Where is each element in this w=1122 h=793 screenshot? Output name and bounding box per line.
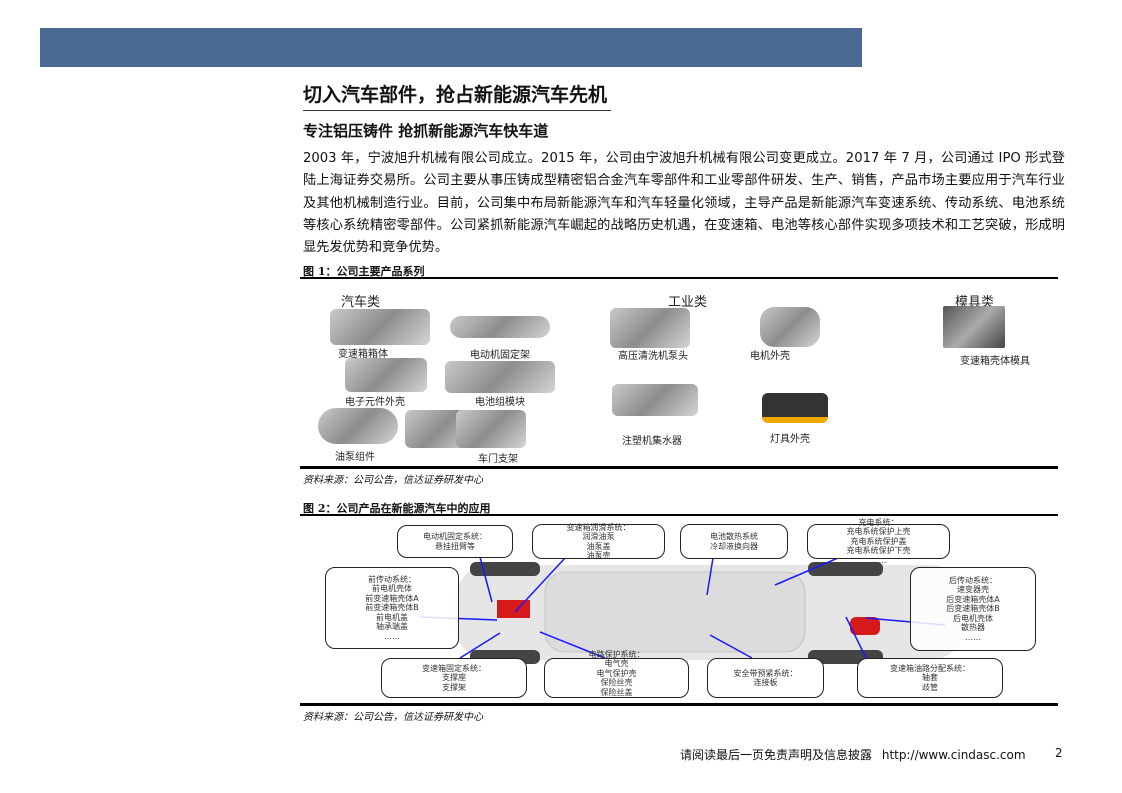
- callout-item: 悬挂扭臂等: [435, 541, 475, 551]
- callout-item: 速变器壳: [957, 585, 989, 595]
- header-bar: [40, 28, 862, 67]
- product-label: 电池组模块: [475, 397, 525, 408]
- callout-charging: 充电系统：充电系统保护上壳充电系统保护盖充电系统保护下壳……: [807, 518, 950, 565]
- callout-title: 电池散热系统: [710, 532, 758, 541]
- callout-title: 电路保护系统：: [588, 649, 645, 659]
- product-image: [610, 308, 690, 348]
- figure1-rule: [300, 277, 1058, 279]
- wheel: [470, 562, 540, 576]
- product-label: 电子元件外壳: [345, 397, 405, 408]
- callout-title: 后传动系统：: [949, 575, 997, 585]
- callout-title: 变速箱固定系统：: [422, 663, 486, 673]
- wheel: [808, 562, 883, 576]
- product-label: 注塑机集水器: [622, 436, 682, 447]
- section-title: 切入汽车部件，抢占新能源汽车先机: [303, 80, 612, 111]
- figure2-bottom-rule: [300, 703, 1058, 706]
- product-image: [456, 410, 526, 448]
- product-label: 电机外壳: [750, 351, 790, 362]
- product-label: 电动机固定架: [470, 350, 530, 361]
- callout-gearbox-mount: 变速箱固定系统：支撑座支撑架: [381, 658, 527, 698]
- callout-item: 润滑油泵: [582, 532, 615, 541]
- product-label: 灯具外壳: [770, 434, 810, 445]
- product-image: [450, 316, 550, 338]
- callout-item: 后变速箱壳体A: [946, 594, 1000, 604]
- callout-item: 充电系统保护下壳: [846, 546, 911, 556]
- callout-item: 油泵壳: [586, 551, 611, 560]
- callout-item: 冷却液换向器: [710, 541, 758, 551]
- footer-disclaimer: 请阅读最后一页免责声明及信息披露: [680, 748, 873, 762]
- product-label: 变速箱壳体模具: [960, 356, 1030, 367]
- figure1-source: 资料来源：公司公告，信达证券研发中心: [303, 475, 483, 486]
- figure1-bottom-rule: [300, 466, 1058, 469]
- product-image: [612, 384, 698, 416]
- page-number: 2: [1055, 746, 1063, 760]
- product-image: [762, 393, 828, 423]
- callout-item: 油泵盖: [586, 541, 611, 551]
- callout-item: ……: [965, 632, 981, 642]
- footer-url-link[interactable]: http://www.cindasc.com: [881, 748, 1026, 762]
- product-image: [445, 361, 555, 393]
- product-image: [330, 309, 430, 345]
- callout-item: 连接板: [753, 678, 778, 687]
- callout-item: 保险丝壳: [600, 678, 633, 687]
- callout-title: 充电系统：: [858, 517, 899, 527]
- product-image: [760, 307, 820, 347]
- figure2-rule: [300, 514, 1058, 516]
- callout-item: ……: [608, 697, 625, 706]
- category-industrial: 工业类: [668, 295, 708, 310]
- figure1-label: 图 1：公司主要产品系列: [303, 265, 425, 278]
- figure2-source: 资料来源：公司公告，信达证券研发中心: [303, 712, 483, 723]
- callout-item: 电气保护壳: [596, 668, 637, 678]
- battery-pack: [544, 571, 806, 653]
- category-auto: 汽车类: [341, 295, 381, 310]
- callout-item: 轴承端盖: [376, 622, 408, 632]
- figure2-label: 图 2：公司产品在新能源汽车中的应用: [303, 502, 491, 515]
- callout-item: 支撑座: [442, 673, 466, 683]
- callout-item: 充电系统保护上壳: [846, 527, 911, 537]
- callout-item: 后变速箱壳体B: [946, 604, 1000, 614]
- callout-item: 前变速箱壳体B: [365, 603, 419, 613]
- callout-motor-mount: 电动机固定系统：悬挂扭臂等: [397, 525, 513, 558]
- callout-item: 充电系统保护盖: [850, 536, 907, 546]
- callout-gearbox-oil-distribution: 变速箱油路分配系统：轴套歧管: [857, 658, 1003, 698]
- callout-item: 后电机壳体: [953, 613, 993, 623]
- callout-gearbox-lubrication: 变速箱润滑系统：润滑油泵油泵盖油泵壳: [532, 522, 665, 560]
- product-image: [943, 306, 1005, 348]
- callout-item: 歧管: [922, 682, 938, 692]
- callout-title: 变速箱油路分配系统：: [890, 663, 970, 673]
- product-image: [345, 358, 427, 392]
- callout-title: 安全带预紧系统：: [733, 668, 798, 678]
- product-label: 油泵组件: [335, 452, 375, 463]
- callout-item: 前变速箱壳体A: [365, 593, 419, 603]
- callout-item: 支撑架: [442, 682, 466, 692]
- callout-circuit-protection: 电路保护系统：电气壳电气保护壳保险丝壳保险丝盖……: [544, 650, 689, 706]
- rear-motor: [850, 617, 880, 635]
- callout-item: 前电机壳体: [372, 584, 412, 594]
- product-label: 车门支架: [478, 454, 518, 465]
- callout-battery-cooling: 电池散热系统冷却液换向器: [680, 524, 788, 559]
- callout-title: 变速箱润滑系统：: [566, 522, 631, 532]
- product-label: 变速箱箱体: [338, 349, 388, 360]
- front-motor: [497, 600, 530, 618]
- callout-item: 散热器: [961, 623, 985, 633]
- callout-item: 电气壳: [604, 659, 629, 668]
- product-image: [318, 408, 398, 444]
- callout-item: 保险丝盖: [600, 687, 633, 697]
- callout-title: 电动机固定系统：: [423, 532, 487, 541]
- body-paragraph: 2003 年，宁波旭升机械有限公司成立。2015 年，公司由宁波旭升机械有限公司…: [303, 151, 1065, 256]
- product-label: 高压清洗机泵头: [618, 351, 688, 362]
- callout-seatbelt-pretension: 安全带预紧系统：连接板: [707, 658, 824, 698]
- callout-item: 轴套: [922, 673, 938, 683]
- callout-item: ……: [384, 631, 400, 641]
- callout-title: 前传动系统：: [368, 574, 416, 584]
- callout-item: 前电机盖: [376, 612, 408, 622]
- callout-item: ……: [870, 555, 887, 565]
- footer: 请阅读最后一页免责声明及信息披露 http://www.cindasc.com: [680, 746, 1026, 763]
- section-subtitle: 专注铝压铸件 抢抓新能源汽车快车道: [303, 122, 549, 140]
